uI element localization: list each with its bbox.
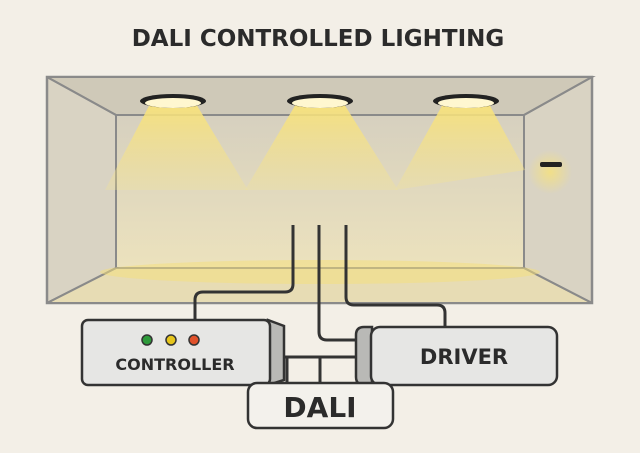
controller-label: CONTROLLER [115, 355, 234, 374]
led-green-icon [141, 334, 153, 346]
ceiling-light-2 [287, 94, 353, 108]
led-red-icon [188, 334, 200, 346]
light-beams [105, 104, 525, 190]
ceiling-light-3 [433, 94, 499, 108]
controller-box: CONTROLLER [80, 318, 286, 387]
diagram-title: DALI CONTROLLED LIGHTING [132, 26, 505, 52]
led-yellow-icon [165, 334, 177, 346]
driver-label: DRIVER [420, 345, 508, 369]
driver-box: DRIVER [354, 325, 559, 387]
dali-bus-box: DALI [246, 381, 395, 430]
wires [193, 225, 447, 383]
ceiling-light-1 [140, 94, 206, 108]
dali-label: DALI [283, 391, 356, 424]
wall-sconce [528, 150, 572, 194]
